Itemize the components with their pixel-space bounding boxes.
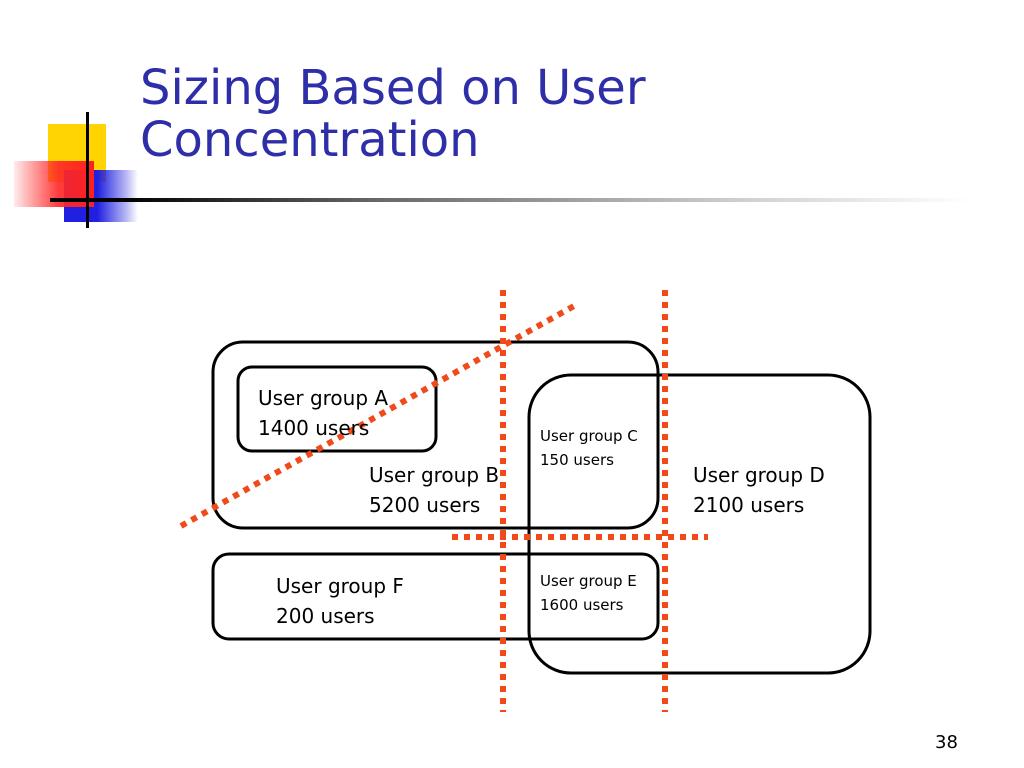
group-f-box [211, 552, 660, 641]
group-b-name: User group B [369, 463, 500, 487]
group-e-label: User group E 1600 users [540, 569, 637, 617]
group-f-users: 200 users [276, 604, 375, 628]
group-c-users: 150 users [540, 451, 614, 469]
group-a-box [236, 365, 438, 453]
diagonal-dotted-line [179, 303, 576, 529]
group-e-name: User group E [540, 572, 637, 590]
page-number: 38 [935, 732, 958, 753]
slide-title-line-1: Sizing Based on User [140, 60, 646, 116]
slide-title: Sizing Based on User Concentration [140, 62, 900, 167]
group-a-label: User group A 1400 users [258, 383, 388, 443]
group-f-name: User group F [276, 574, 404, 598]
group-b-label: User group B 5200 users [369, 460, 499, 520]
decorative-vertical-line [86, 112, 89, 228]
group-e-users: 1600 users [540, 596, 624, 614]
slide-title-line-2: Concentration [140, 112, 480, 169]
group-d-name: User group D [693, 463, 825, 487]
group-c-label: User group C 150 users [540, 424, 638, 472]
group-d-label: User group D 2100 users [693, 460, 825, 520]
title-underline [50, 198, 970, 202]
group-b-users: 5200 users [369, 493, 481, 517]
group-f-label: User group F 200 users [276, 571, 404, 631]
group-d-box [527, 373, 872, 675]
group-d-users: 2100 users [693, 493, 805, 517]
group-b-box [211, 340, 660, 530]
group-a-users: 1400 users [258, 416, 370, 440]
group-c-name: User group C [540, 427, 638, 445]
group-a-name: User group A [258, 386, 389, 410]
